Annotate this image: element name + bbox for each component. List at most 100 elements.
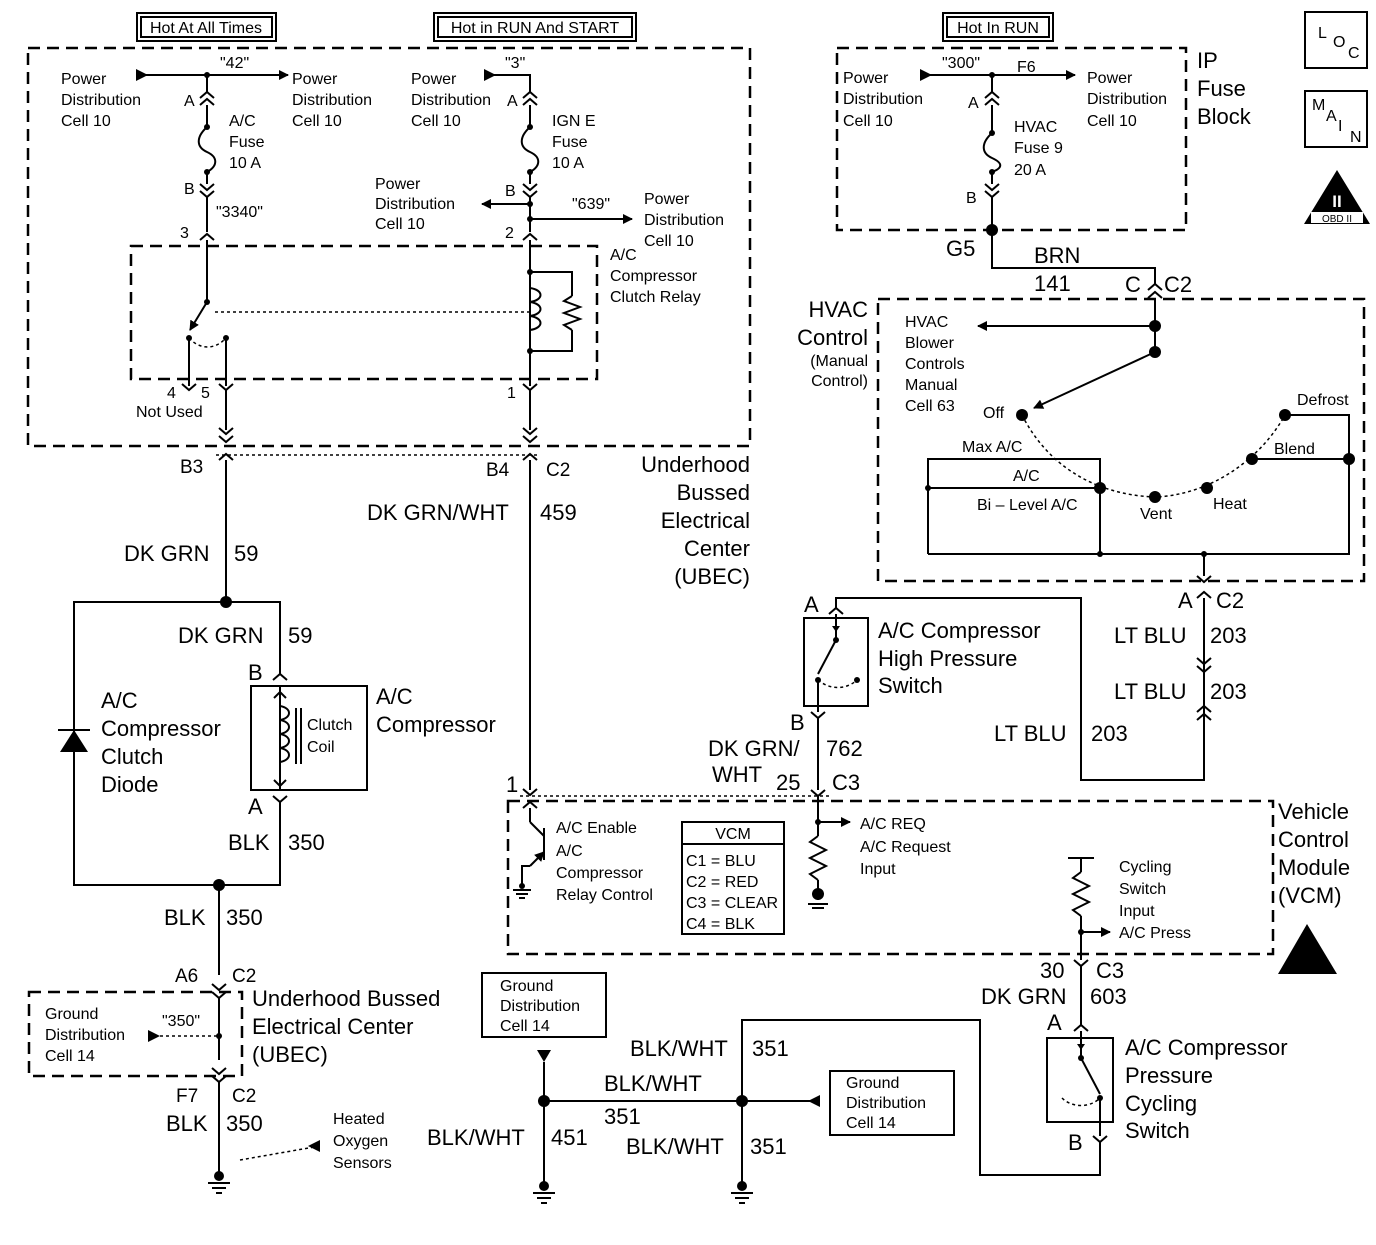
svg-text:Clutch: Clutch: [307, 717, 352, 734]
svg-text:Not Used: Not Used: [136, 404, 203, 421]
svg-text:A/C Request: A/C Request: [860, 839, 951, 856]
svg-text:Cycling: Cycling: [1125, 1091, 1197, 1116]
svg-text:Sensors: Sensors: [333, 1155, 392, 1172]
svg-text:350: 350: [226, 1111, 263, 1136]
svg-text:"42": "42": [220, 55, 249, 72]
svg-text:Distribution: Distribution: [500, 998, 580, 1015]
svg-text:A: A: [1326, 108, 1337, 125]
svg-text:IP: IP: [1197, 48, 1218, 73]
svg-text:DK GRN: DK GRN: [981, 984, 1067, 1009]
svg-text:Distribution: Distribution: [45, 1027, 125, 1044]
svg-text:Hot At All Times: Hot At All Times: [150, 20, 262, 37]
svg-text:C2: C2: [232, 966, 256, 987]
header-hot-all-times: Hot At All Times: [136, 12, 277, 42]
svg-text:BLK/WHT: BLK/WHT: [427, 1125, 525, 1150]
svg-text:Cell 10: Cell 10: [61, 113, 111, 130]
svg-text:LT BLU: LT BLU: [1114, 623, 1187, 648]
svg-text:B: B: [248, 660, 263, 685]
svg-text:Power: Power: [1087, 70, 1133, 87]
svg-text:Electrical Center: Electrical Center: [252, 1014, 413, 1039]
svg-text:LT BLU: LT BLU: [994, 721, 1067, 746]
svg-text:A/C Press: A/C Press: [1119, 925, 1191, 942]
svg-text:Oxygen: Oxygen: [333, 1133, 388, 1150]
ac-fuse-circuit: Power Distribution Cell 10 "42" Power Di…: [61, 55, 372, 242]
svg-text:BLK/WHT: BLK/WHT: [626, 1134, 724, 1159]
svg-text:BLK/WHT: BLK/WHT: [604, 1071, 702, 1096]
svg-text:C2 = RED: C2 = RED: [686, 874, 758, 891]
svg-text:Module: Module: [1278, 855, 1350, 880]
ac-high-pressure-switch: A A/C Compressor High Pressure Switch B …: [708, 592, 1041, 798]
svg-text:A/C Compressor: A/C Compressor: [878, 618, 1041, 643]
svg-text:Power: Power: [843, 70, 889, 87]
svg-text:20 A: 20 A: [1014, 162, 1046, 179]
svg-text:Switch: Switch: [1125, 1118, 1190, 1143]
svg-text:DK GRN: DK GRN: [178, 623, 264, 648]
svg-text:Pressure: Pressure: [1125, 1063, 1213, 1088]
svg-text:Vehicle: Vehicle: [1278, 799, 1349, 824]
wire-203: A C2 LT BLU 203 LT BLU 203 LT BLU 203: [835, 588, 1247, 781]
svg-text:Distribution: Distribution: [843, 91, 923, 108]
svg-text:Bussed: Bussed: [677, 480, 750, 505]
svg-text:LT BLU: LT BLU: [1114, 679, 1187, 704]
svg-text:A/C Enable: A/C Enable: [556, 820, 637, 837]
pressure-cycling-switch: 30 C3 DK GRN 603 A A/C Compressor Pressu…: [741, 958, 1288, 1176]
svg-text:203: 203: [1210, 623, 1247, 648]
svg-text:350: 350: [288, 830, 325, 855]
svg-text:A/C REQ: A/C REQ: [860, 816, 926, 833]
svg-text:Clutch: Clutch: [101, 744, 163, 769]
svg-text:WHT: WHT: [712, 762, 762, 787]
svg-text:C3: C3: [1096, 958, 1124, 983]
svg-text:A/C: A/C: [101, 688, 138, 713]
svg-text:B: B: [184, 181, 195, 198]
svg-text:B4: B4: [486, 460, 510, 481]
wire-141: G5 BRN 141 C C2: [946, 230, 1192, 299]
svg-text:B: B: [790, 710, 805, 735]
svg-text:High Pressure: High Pressure: [878, 646, 1017, 671]
clutch-diode: A/C Compressor Clutch Diode: [58, 688, 221, 797]
svg-text:M: M: [1312, 97, 1325, 114]
svg-text:DK GRN/: DK GRN/: [708, 736, 801, 761]
svg-text:762: 762: [826, 736, 863, 761]
svg-text:Cell 10: Cell 10: [843, 113, 893, 130]
svg-text:(UBEC): (UBEC): [252, 1042, 328, 1067]
svg-text:IGN E: IGN E: [552, 113, 596, 130]
svg-text:Diode: Diode: [101, 772, 158, 797]
svg-text:Ground: Ground: [500, 978, 553, 995]
svg-text:(Manual: (Manual: [810, 353, 868, 370]
svg-text:Control: Control: [1278, 827, 1349, 852]
svg-text:BLK/WHT: BLK/WHT: [630, 1036, 728, 1061]
svg-text:Clutch Relay: Clutch Relay: [610, 289, 701, 306]
svg-text:Cell 10: Cell 10: [1087, 113, 1137, 130]
svg-text:1: 1: [507, 385, 516, 402]
svg-text:G5: G5: [946, 236, 975, 261]
svg-text:L: L: [1318, 25, 1327, 42]
ac-compressor-clutch-relay: A/C Compressor Clutch Relay 4 5 Not Used…: [136, 240, 701, 421]
relay-boundary: [129, 244, 599, 381]
svg-text:Compressor: Compressor: [376, 712, 496, 737]
svg-text:Relay Control: Relay Control: [556, 887, 653, 904]
svg-text:3: 3: [180, 225, 189, 242]
svg-text:Fuse: Fuse: [229, 134, 265, 151]
svg-text:F7: F7: [176, 1086, 198, 1107]
svg-text:Blower: Blower: [905, 335, 955, 352]
svg-text:Power: Power: [292, 71, 338, 88]
svg-text:Vent: Vent: [1140, 506, 1173, 523]
svg-text:A/C: A/C: [610, 247, 637, 264]
svg-text:A6: A6: [175, 966, 198, 987]
svg-text:Power: Power: [61, 71, 107, 88]
svg-text:C2: C2: [1164, 272, 1192, 297]
svg-text:"3340": "3340": [216, 204, 263, 221]
svg-text:A: A: [184, 93, 195, 110]
svg-text:B: B: [966, 190, 977, 207]
svg-text:451: 451: [551, 1125, 588, 1150]
svg-text:Compressor: Compressor: [610, 268, 698, 285]
svg-text:C4 = BLK: C4 = BLK: [686, 916, 755, 933]
header-hot-in-run: Hot In RUN: [942, 12, 1054, 42]
svg-text:Off: Off: [983, 405, 1005, 422]
svg-text:Cell 63: Cell 63: [905, 398, 955, 415]
svg-text:59: 59: [234, 541, 258, 566]
svg-text:DK GRN: DK GRN: [124, 541, 210, 566]
svg-text:A: A: [968, 95, 979, 112]
svg-text:10 A: 10 A: [229, 155, 261, 172]
svg-text:DK GRN/WHT: DK GRN/WHT: [367, 500, 509, 525]
